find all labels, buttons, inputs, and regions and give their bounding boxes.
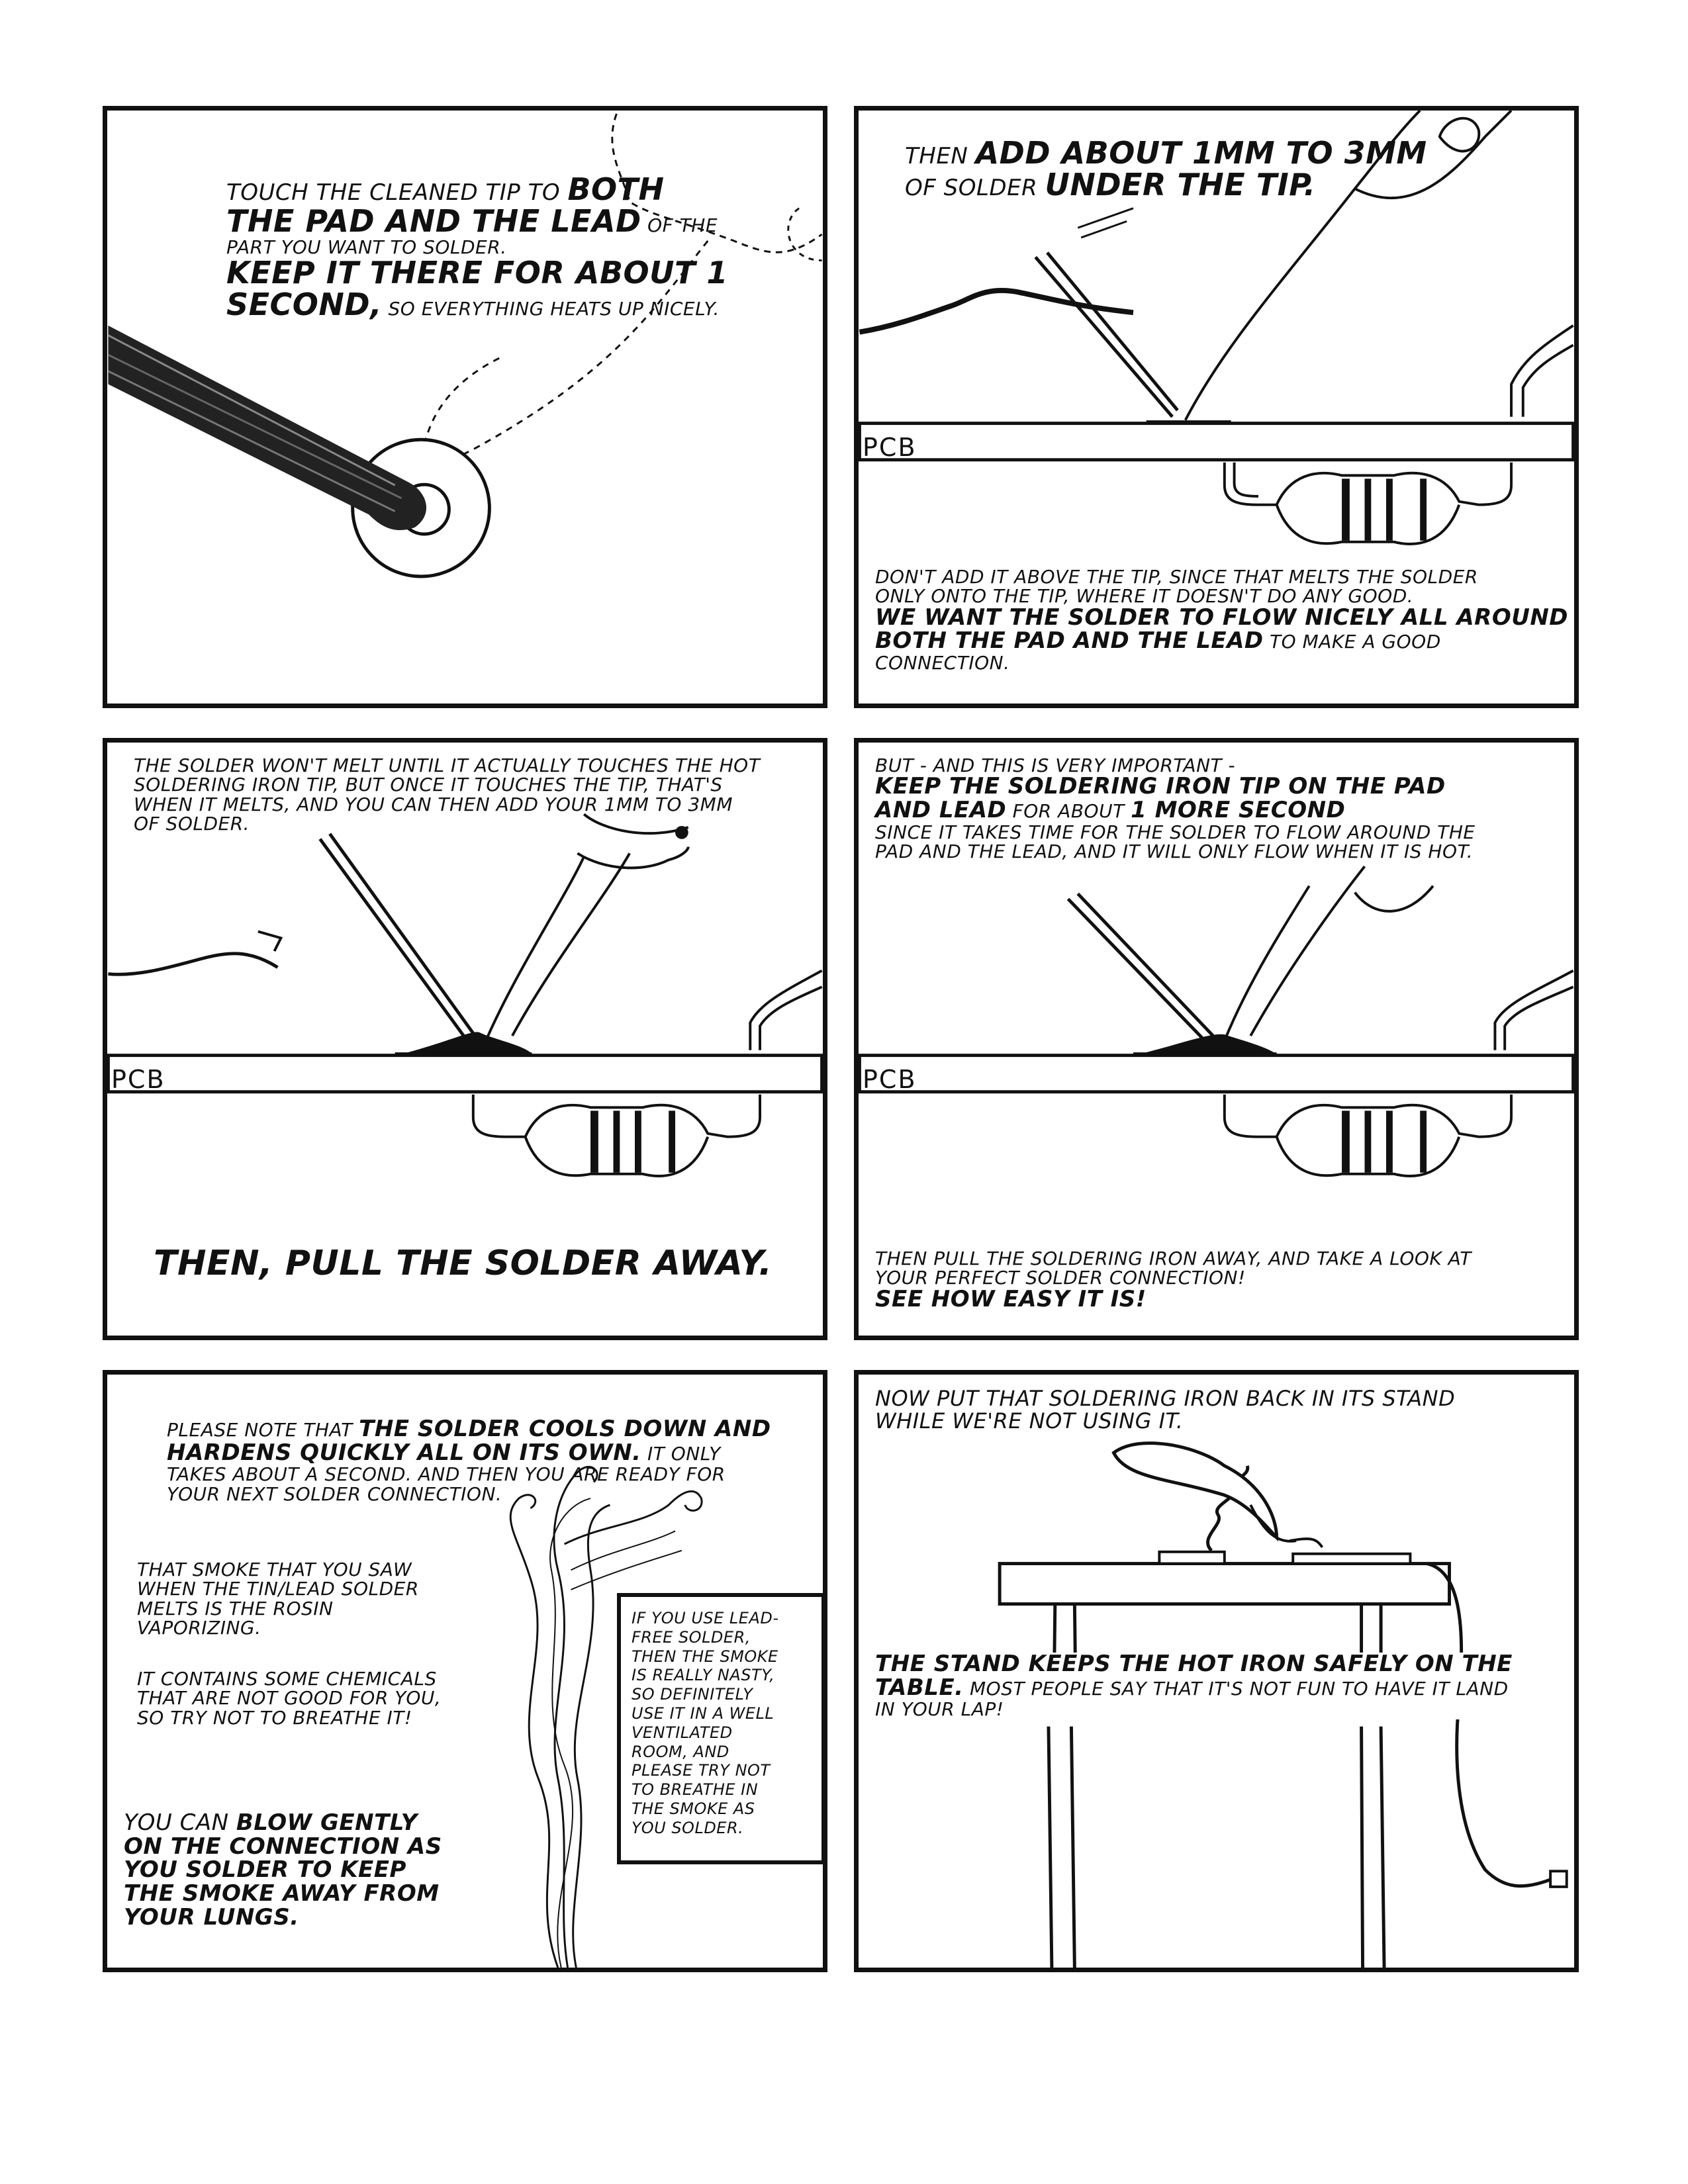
lead-free-note-text: If you use lead- free solder, then the s… (632, 1609, 779, 1837)
put-iron-back-caption: Now put that soldering iron back in its … (875, 1386, 1456, 1433)
pull-solder-away-caption: Then, pull the solder away. (154, 1244, 773, 1283)
pcb-label: PCB (863, 1065, 917, 1094)
keep-tip-caption: But - and this is very important - Keep … (875, 754, 1476, 863)
dont-add-above-caption: Don't add it above the tip, since that m… (875, 566, 1569, 674)
pcb-label: PCB (111, 1065, 165, 1094)
lead-free-note-box: If you use lead- free solder, then the s… (617, 1593, 823, 1864)
panel-add-solder: PCB Then add about 1mm to 3mm of solder … (854, 106, 1579, 708)
solder-melts-caption: The solder won't melt until it actually … (134, 754, 761, 835)
smoke-illustration (509, 1466, 703, 1968)
panel-touch-tip: Touch the cleaned tip to both the pad an… (103, 106, 827, 708)
pad-and-iron-illustration (107, 113, 823, 578)
panel-smoke-note: If you use lead- free solder, then the s… (103, 1370, 827, 1972)
panel-iron-stand: Now put that soldering iron back in its … (854, 1370, 1579, 1972)
add-solder-caption: Then add about 1mm to 3mm of solder unde… (905, 135, 1427, 203)
cools-down-caption: Please note that the solder cools down a… (167, 1416, 771, 1505)
keep-tip-illustration (859, 865, 1574, 1177)
smoke-rosin-caption: That smoke that you saw when the tin/lea… (137, 1559, 419, 1639)
solder-melts-illustration (107, 813, 823, 1177)
chemicals-caption: It contains some chemicals that are not … (137, 1668, 442, 1729)
touch-tip-caption: Touch the cleaned tip to both the pad an… (226, 171, 728, 323)
pull-iron-away-caption: Then pull the soldering iron away, and t… (875, 1248, 1472, 1312)
panel-keep-tip: PCB But - and this is very important - K… (854, 738, 1579, 1340)
stand-keeps-iron-caption: The stand keeps the hot iron safely on t… (875, 1652, 1570, 1719)
pcb-label: PCB (863, 433, 917, 462)
blow-gently-caption: You can blow gently on the connection as… (124, 1809, 442, 1931)
add-solder-illustration (859, 111, 1574, 545)
panel-solder-melts: PCB The solder won't melt until it actua… (103, 738, 827, 1340)
